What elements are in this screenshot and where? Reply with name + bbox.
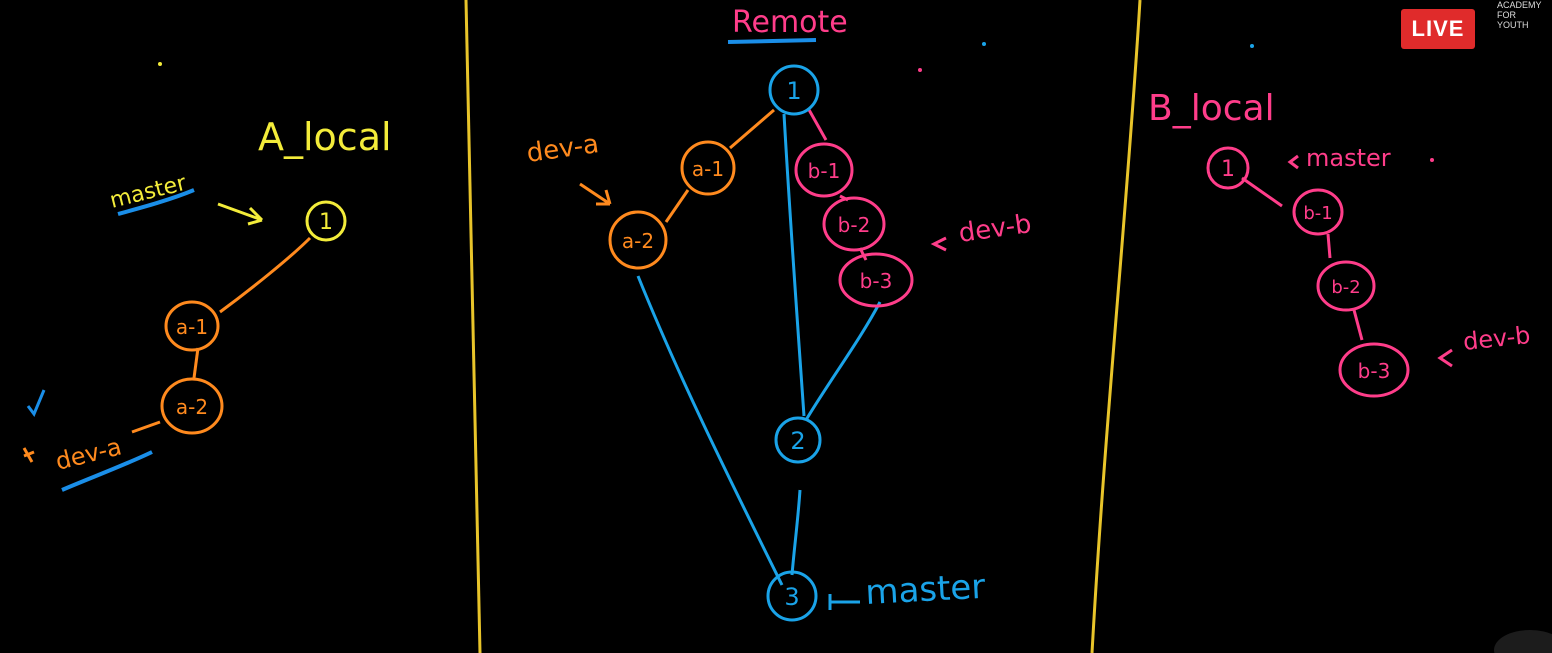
remote-title-underline	[727, 38, 817, 44]
b-edge-b1-b2	[1326, 233, 1332, 259]
remote-commit-b1	[794, 142, 854, 198]
divider-right	[1090, 0, 1142, 653]
b-commit-b3-label: b-3	[1358, 359, 1391, 383]
a-commit-1	[305, 200, 347, 242]
remote-commit-3-label: 3	[784, 583, 799, 611]
brand-line: FOR	[1497, 10, 1516, 20]
remote-edge-2-3	[790, 489, 802, 576]
remote-commit-3	[766, 570, 818, 622]
remote-edge-a1-a2	[664, 189, 690, 223]
remote-commit-2-label: 2	[790, 427, 805, 455]
b-dev-label: dev-b	[1462, 321, 1532, 356]
panel-a-local: A_local master 1 a-1 a-2 dev-a	[22, 115, 392, 492]
remote-commit-b2-label: b-2	[838, 213, 871, 237]
a-edge-a1-a2	[192, 347, 200, 379]
panel-b-local: B_local 1 b-1 b-2 b-3 master dev-b	[1148, 88, 1532, 398]
stray-dot	[1250, 44, 1254, 48]
remote-master-label: master	[864, 567, 986, 613]
b-commit-b1-label: b-1	[1303, 203, 1332, 224]
remote-edge-1-a1	[729, 108, 775, 150]
remote-commit-a2	[608, 210, 668, 270]
remote-dev-a-label: dev-a	[525, 129, 601, 169]
panel-remote: Remote 1 a-1 a-2 b-1 b-2 b-3 2 3 dev-	[525, 5, 1034, 622]
remote-commit-a1-label: a-1	[692, 157, 724, 181]
stray-dot	[1430, 158, 1434, 162]
remote-edge-a2-3	[636, 275, 784, 586]
remote-commit-1	[768, 64, 820, 116]
stray-dot	[982, 42, 986, 46]
remote-dev-a-arrow	[579, 182, 612, 206]
remote-commit-a2-label: a-2	[622, 229, 654, 253]
a-commit-a1	[164, 300, 220, 352]
remote-master-arrow	[828, 594, 860, 610]
a-master-underline	[117, 188, 195, 216]
b-edge-1-b1	[1241, 176, 1283, 208]
b-commit-b2-label: b-2	[1331, 277, 1360, 298]
a-dev-underline	[61, 450, 153, 492]
brand-line: ACADEMY	[1497, 0, 1542, 10]
b-commit-b1	[1292, 188, 1344, 236]
a-dev-tick-mark	[22, 447, 35, 463]
brand-logo-text: ACADEMY FOR YOUTH	[1497, 0, 1552, 30]
a-local-title: A_local	[258, 115, 392, 159]
b-commit-b3	[1338, 342, 1410, 398]
remote-edge-1-2	[782, 113, 806, 417]
remote-edge-b3-2	[804, 301, 882, 421]
a-commit-a1-label: a-1	[176, 315, 208, 339]
a-commit-a2-label: a-2	[176, 395, 208, 419]
remote-title: Remote	[732, 5, 848, 40]
live-badge: LIVE	[1401, 9, 1475, 49]
remote-commit-b3-label: b-3	[860, 269, 893, 293]
a-dev-arrow	[131, 420, 161, 434]
remote-commit-b1-label: b-1	[808, 159, 841, 183]
remote-edge-1-b1	[806, 107, 828, 141]
b-commit-1-label: 1	[1221, 157, 1235, 182]
brand-line: YOUTH	[1497, 20, 1529, 30]
a-edge-1-a1	[219, 236, 312, 314]
remote-dev-b-label: dev-b	[957, 209, 1034, 249]
remote-dev-b-arrow	[930, 236, 947, 252]
b-master-label: master	[1306, 144, 1391, 172]
b-master-arrow	[1287, 154, 1299, 170]
checkmark-icon	[26, 389, 46, 417]
b-commit-b2	[1316, 260, 1376, 312]
b-commit-1	[1206, 146, 1250, 190]
a-master-arrow	[217, 202, 264, 226]
remote-commit-b2	[822, 196, 886, 252]
a-commit-1-label: 1	[319, 210, 333, 235]
b-local-title: B_local	[1148, 88, 1275, 129]
remote-commit-1-label: 1	[786, 77, 801, 105]
corner-shadow	[1494, 630, 1552, 653]
remote-commit-a1	[680, 140, 736, 196]
stray-dot	[158, 62, 162, 66]
a-commit-a2	[160, 377, 224, 435]
stray-dot	[918, 68, 922, 72]
b-edge-b2-b3	[1352, 309, 1364, 341]
remote-commit-2	[774, 416, 822, 464]
divider-left	[464, 0, 482, 653]
b-dev-arrow	[1437, 348, 1453, 368]
remote-commit-b3	[838, 252, 914, 308]
